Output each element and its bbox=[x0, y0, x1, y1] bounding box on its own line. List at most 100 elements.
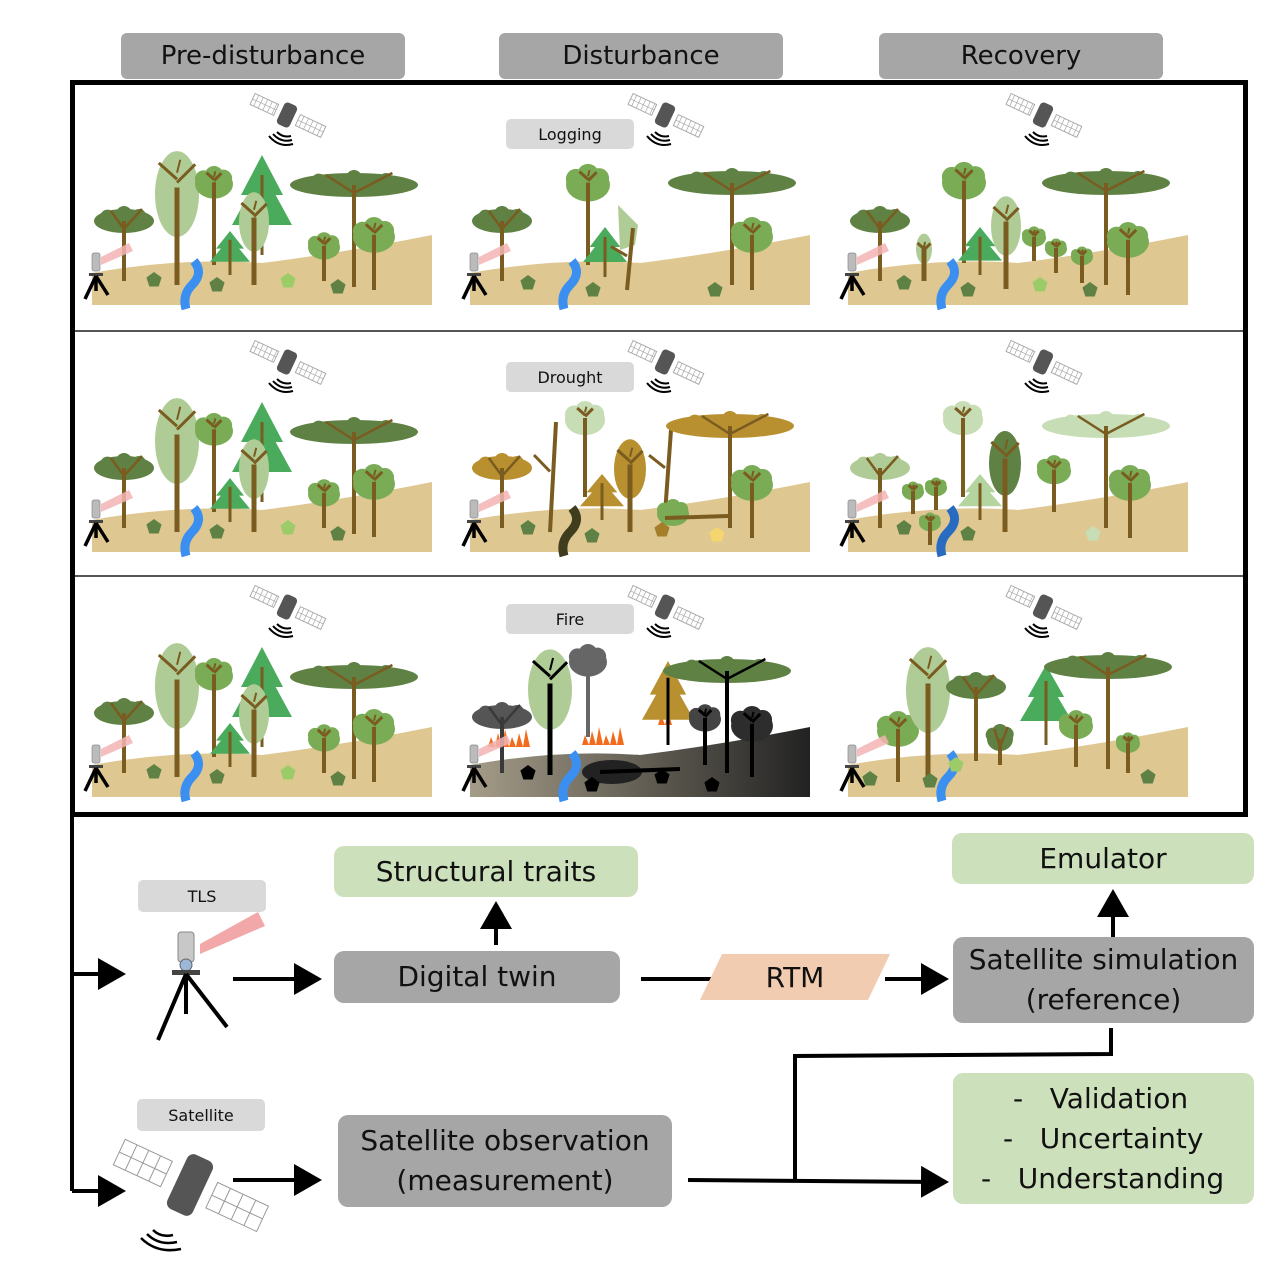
tls-scanner-icon bbox=[461, 735, 511, 792]
understory-shrub-icon bbox=[948, 757, 964, 772]
understory-shrub-icon bbox=[146, 519, 162, 534]
rtm-box: RTM bbox=[700, 954, 890, 1000]
tree-tall bbox=[614, 439, 646, 532]
satellite-icon bbox=[1005, 584, 1083, 631]
tree-tall bbox=[239, 684, 269, 777]
understory-shrub-icon bbox=[707, 282, 723, 297]
scene-healthy-row2 bbox=[62, 332, 442, 572]
satellite-icon bbox=[249, 584, 327, 631]
tree-round bbox=[730, 705, 773, 777]
understory-shrub-icon bbox=[1085, 526, 1101, 541]
disturbance-label-fire: Fire bbox=[506, 604, 634, 634]
signal-waves-icon bbox=[268, 378, 294, 393]
understory-shrub-icon bbox=[280, 273, 296, 288]
river-icon bbox=[936, 505, 959, 558]
tree-round bbox=[565, 163, 610, 265]
understory-shrub-icon bbox=[209, 277, 225, 292]
tree-conifer bbox=[210, 231, 250, 275]
tree-umbrella bbox=[946, 672, 1006, 761]
understory-shrub-icon bbox=[960, 282, 976, 297]
understory-shrub-icon bbox=[330, 279, 346, 294]
tls-scanner-icon bbox=[839, 243, 889, 300]
box-text: (reference) bbox=[1025, 983, 1182, 1016]
tree-tall bbox=[989, 431, 1021, 532]
scene-logging-row1 bbox=[440, 85, 820, 325]
satellite-icon bbox=[249, 339, 327, 386]
tree-round bbox=[194, 166, 233, 265]
tree-round bbox=[876, 710, 919, 782]
understory-shrub-icon bbox=[280, 520, 296, 535]
ground bbox=[470, 235, 810, 305]
tree-round bbox=[307, 724, 340, 773]
tree-round bbox=[941, 161, 986, 263]
understory-shrub-icon bbox=[209, 769, 225, 784]
row-divider bbox=[75, 575, 1243, 577]
flames-icon bbox=[582, 727, 624, 745]
tree-round bbox=[352, 216, 395, 290]
understory-shrub-icon bbox=[209, 524, 225, 539]
box-text: Satellite simulation bbox=[968, 943, 1239, 976]
outcomes-box: - Validation - Uncertainty - Understandi… bbox=[953, 1073, 1254, 1204]
tls-scanner-icon bbox=[461, 490, 511, 547]
ground bbox=[848, 235, 1188, 305]
ground bbox=[92, 727, 432, 797]
tree-round bbox=[307, 232, 340, 281]
satellite-icon bbox=[105, 1130, 270, 1255]
understory-shrub-icon bbox=[584, 777, 600, 792]
tree-tall bbox=[991, 196, 1021, 289]
box-text: Satellite observation bbox=[360, 1124, 650, 1157]
tls-scanner-icon bbox=[83, 490, 133, 547]
scanner-body bbox=[177, 931, 195, 963]
scene-drought-row2 bbox=[440, 332, 820, 572]
signal-waves-icon bbox=[1024, 623, 1050, 638]
river-icon bbox=[558, 258, 581, 311]
river-icon bbox=[180, 750, 203, 803]
tree-tall bbox=[239, 192, 269, 285]
label-text: Satellite bbox=[168, 1105, 234, 1125]
signal-waves-icon bbox=[646, 131, 672, 146]
understory-shrub-icon bbox=[1032, 277, 1048, 292]
satellite-simulation-box: Satellite simulation (reference) bbox=[953, 937, 1254, 1023]
box-text: Emulator bbox=[1039, 841, 1167, 875]
signal-waves-icon bbox=[646, 378, 672, 393]
understory-shrub-icon bbox=[654, 522, 670, 537]
understory-shrub-icon bbox=[330, 526, 346, 541]
label-text: Drought bbox=[537, 367, 603, 387]
tree-umbrella bbox=[290, 417, 418, 534]
satellite-label: Satellite bbox=[137, 1099, 265, 1131]
box-text: (measurement) bbox=[396, 1164, 614, 1197]
understory-shrub-icon bbox=[146, 272, 162, 287]
tree-round bbox=[901, 481, 924, 514]
tree-umbrella bbox=[1042, 168, 1170, 285]
signal-waves-icon bbox=[1024, 378, 1050, 393]
tree-umbrella bbox=[94, 453, 154, 528]
scene-healthy-row1 bbox=[62, 85, 442, 325]
phase-label: Disturbance bbox=[562, 41, 720, 71]
outcome-uncertainty: - Uncertainty bbox=[1003, 1121, 1204, 1155]
understory-shrub-icon bbox=[704, 777, 720, 792]
satellite-icon bbox=[1005, 339, 1083, 386]
signal-waves-icon bbox=[268, 623, 294, 638]
tree-tall bbox=[528, 649, 572, 775]
dry-river-icon bbox=[558, 505, 581, 558]
tree-conifer bbox=[583, 227, 627, 277]
tree-round bbox=[1108, 464, 1151, 538]
tree-tall bbox=[155, 643, 199, 777]
tree-conifer bbox=[1020, 665, 1072, 745]
understory-shrub-icon bbox=[1140, 769, 1156, 784]
tree-umbrella bbox=[985, 724, 1014, 765]
understory-shrub-icon bbox=[896, 275, 912, 290]
tree-umbrella bbox=[472, 702, 532, 773]
scene-fire-row3 bbox=[440, 577, 820, 817]
tree-conifer bbox=[642, 661, 694, 745]
tree-round bbox=[1036, 455, 1071, 512]
satellite-icon bbox=[627, 92, 705, 139]
signal-waves-icon bbox=[140, 1229, 182, 1252]
understory-shrub-icon bbox=[960, 526, 976, 541]
understory-shrub-icon bbox=[922, 773, 938, 788]
tree-umbrella bbox=[1044, 652, 1172, 769]
scenario-frame bbox=[70, 80, 1248, 817]
tree-round bbox=[352, 463, 395, 537]
tree-conifer bbox=[580, 474, 624, 520]
tree-round bbox=[1044, 238, 1067, 273]
